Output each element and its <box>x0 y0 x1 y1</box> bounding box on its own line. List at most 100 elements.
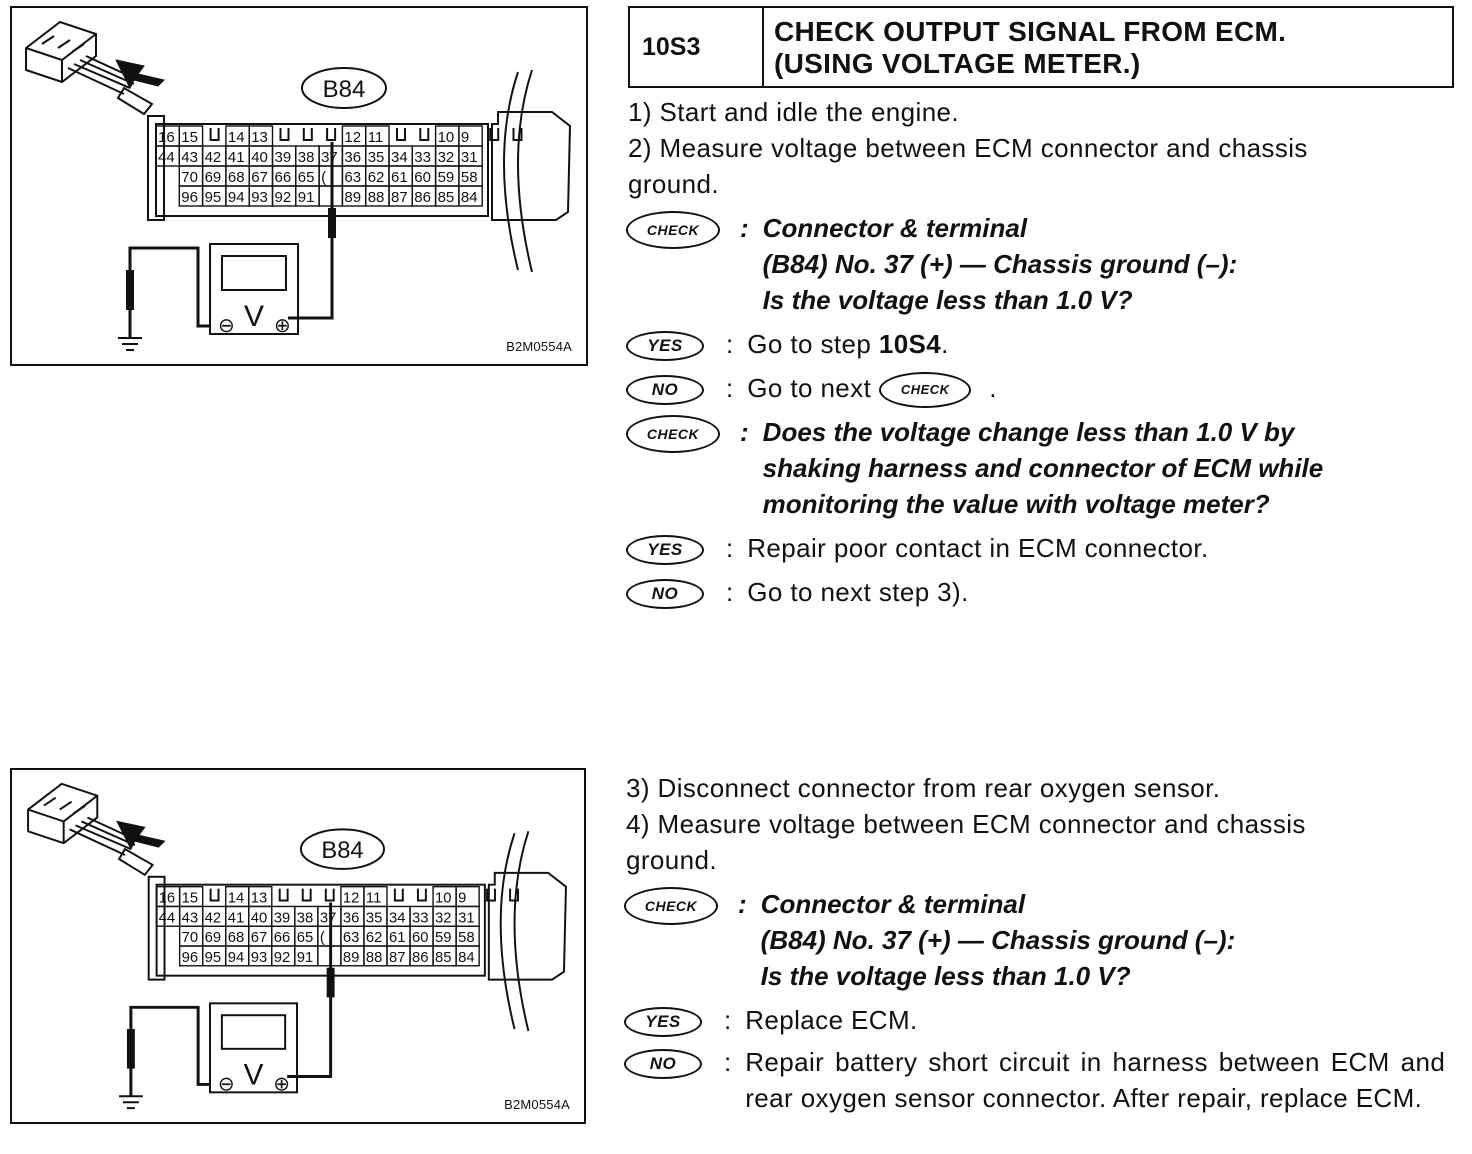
pin-label: 67 <box>251 930 267 946</box>
pin-label: 9 <box>461 129 469 146</box>
pin-label: 16 <box>158 129 175 146</box>
pin-label: 89 <box>343 950 360 966</box>
pin-label: 33 <box>414 149 431 166</box>
connector-key <box>209 888 220 902</box>
connector-badge-label: B84 <box>323 76 366 103</box>
pin-label: 68 <box>228 930 245 946</box>
probe-positive <box>328 208 336 238</box>
colon: : <box>740 417 749 447</box>
ground-icon <box>119 1095 143 1110</box>
pin-label: 93 <box>251 189 268 206</box>
result-text-suffix: . <box>941 329 949 359</box>
pin-label: 89 <box>344 189 361 206</box>
colon: : <box>724 1005 732 1035</box>
connector-pin <box>455 945 480 967</box>
pin-label: 94 <box>228 189 245 206</box>
pin-label: 85 <box>435 950 452 966</box>
pin-label: 12 <box>343 890 360 906</box>
plug-wires <box>69 816 140 856</box>
step-title-line: (USING VOLTAGE METER.) <box>774 48 1141 79</box>
check-line: Connector & terminal <box>762 213 1028 243</box>
connector-key <box>324 888 335 902</box>
pin-label: 96 <box>182 950 199 966</box>
connector-key <box>486 888 496 902</box>
pin-label: 36 <box>343 910 360 926</box>
pin-label: 38 <box>297 910 314 926</box>
pin-label: 60 <box>414 169 431 186</box>
break-line <box>499 832 516 1030</box>
connector-key <box>278 888 289 902</box>
pin-label: 31 <box>461 149 478 166</box>
pin-label: 15 <box>182 890 199 906</box>
pin-label: 63 <box>344 169 361 186</box>
procedure-step-continued: ground. <box>626 845 717 875</box>
pin-label: ( <box>321 169 326 186</box>
connector-key <box>416 888 427 902</box>
plug-wires <box>67 55 139 95</box>
colon: : <box>724 1047 732 1077</box>
break-line <box>513 830 530 1032</box>
procedure-step: 4) Measure voltage between ECM connector… <box>626 809 1306 839</box>
pin-label: 66 <box>274 930 291 946</box>
connector-key <box>209 128 220 141</box>
result-text: Repair battery short circuit in harness … <box>745 1047 1446 1113</box>
pin-label: 38 <box>298 149 315 166</box>
yes-badge: YES <box>624 1007 702 1037</box>
check-line: Is the voltage less than 1.0 V? <box>762 285 1133 315</box>
plug-body <box>27 782 99 845</box>
yes-badge: YES <box>626 331 704 361</box>
step-reference[interactable]: 10S4 <box>878 329 942 359</box>
arrow-icon <box>116 820 166 851</box>
ecm-connector-body <box>155 883 486 977</box>
check-item: CHECK : Connector & terminal (B84) No. 3… <box>624 886 1235 994</box>
negative-terminal-icon: ⊖ <box>218 1073 235 1095</box>
pin-label: 70 <box>182 930 199 946</box>
pin-label: 44 <box>158 149 175 166</box>
check-line: (B84) No. 37 (+) — Chassis ground (–): <box>760 925 1236 955</box>
no-badge: NO <box>624 1049 702 1079</box>
pin-label: 36 <box>344 149 361 166</box>
pin-label: 65 <box>297 930 314 946</box>
plug-edge <box>27 794 98 844</box>
colon: : <box>726 373 734 403</box>
pin-label: 92 <box>274 950 291 966</box>
pin-label: 59 <box>435 930 452 946</box>
connector-key <box>301 888 312 902</box>
positive-lead <box>288 238 334 320</box>
positive-terminal-icon: ⊕ <box>274 315 291 337</box>
connector-key <box>419 128 430 141</box>
pin-label: 15 <box>181 129 198 146</box>
pin-label: 10 <box>438 129 455 146</box>
connector-badge <box>299 828 386 870</box>
pin-label: 11 <box>366 890 381 906</box>
plug-slots <box>41 35 85 53</box>
pin-label: 42 <box>205 910 222 926</box>
check-text: Connector & terminal (B84) No. 37 (+) — … <box>763 210 1238 318</box>
plug-slots <box>43 796 86 815</box>
pin-label: 31 <box>458 910 475 926</box>
pin-label: 65 <box>298 169 315 186</box>
pin-label: 35 <box>366 910 383 926</box>
pin-label: 43 <box>181 149 198 166</box>
pin-label: 13 <box>251 890 267 906</box>
no-badge: NO <box>626 579 704 609</box>
connector-latch <box>147 115 165 221</box>
pin-label: 59 <box>438 169 455 186</box>
check-text: Does the voltage change less than 1.0 V … <box>763 414 1324 522</box>
pin-label: 69 <box>205 169 222 186</box>
colon: : <box>726 329 734 359</box>
pin-label: 61 <box>389 930 406 946</box>
pin-label: 61 <box>391 169 408 186</box>
no-item: NO : Repair battery short circuit in har… <box>624 1044 1445 1116</box>
check-badge: CHECK <box>626 211 720 249</box>
ecm-connector-body <box>155 123 489 217</box>
connector-badge <box>301 67 387 109</box>
pin-label: 39 <box>274 910 291 926</box>
pin-label: 86 <box>414 189 431 206</box>
pin-label: 87 <box>391 189 408 206</box>
break-line <box>503 71 519 271</box>
result-text-suffix: . <box>989 373 997 403</box>
pin-label: 12 <box>344 129 361 146</box>
